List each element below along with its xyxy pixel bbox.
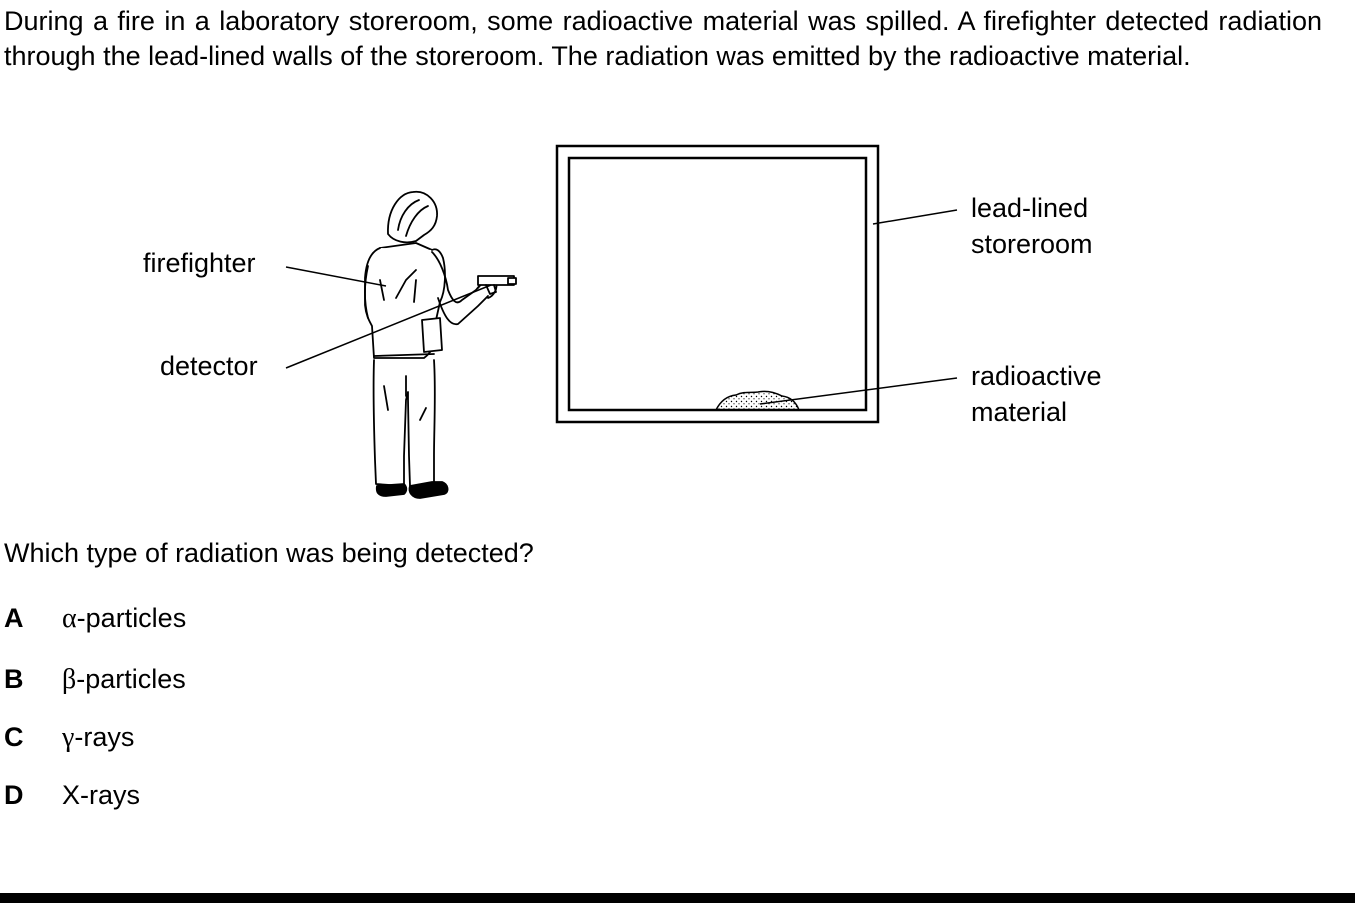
option-letter: A xyxy=(4,603,24,633)
option-text: α-particles xyxy=(62,600,186,637)
option-letter: D xyxy=(4,780,24,810)
page-footer-bar xyxy=(0,893,1355,903)
storeroom-label-line1: lead-lined xyxy=(971,193,1089,223)
option-label: -particles xyxy=(76,603,187,633)
greek-symbol: γ xyxy=(62,722,75,753)
question-prompt: Which type of radiation was being detect… xyxy=(4,538,534,568)
option-label: -rays xyxy=(74,722,135,752)
diagram-drawing xyxy=(285,144,958,499)
firefighter-label: firefighter xyxy=(143,248,256,278)
option-letter: B xyxy=(4,664,24,694)
firefighter-figure xyxy=(364,190,517,499)
question-intro: During a fire in a laboratory storeroom,… xyxy=(4,6,1322,71)
option-label: -particles xyxy=(76,664,186,694)
storeroom-label-line2: storeroom xyxy=(971,229,1093,259)
option-text: β-particles xyxy=(62,661,186,698)
option-letter: C xyxy=(4,722,24,752)
option-text: γ-rays xyxy=(62,719,134,756)
option-text: X-rays xyxy=(62,777,140,814)
detector-label: detector xyxy=(160,351,258,381)
radioactive-material-label-line2: material xyxy=(971,397,1068,427)
option-label: X-rays xyxy=(62,780,141,810)
storeroom-walls xyxy=(555,144,880,424)
storeroom-diagram: firefighter detector lead-lined storeroo… xyxy=(0,130,1355,510)
radioactive-material-pile xyxy=(714,390,801,411)
leader-lines xyxy=(285,209,958,405)
radioactive-material-label-line1: radioactive xyxy=(971,361,1102,391)
greek-symbol: α xyxy=(62,603,77,634)
greek-symbol: β xyxy=(62,664,77,695)
